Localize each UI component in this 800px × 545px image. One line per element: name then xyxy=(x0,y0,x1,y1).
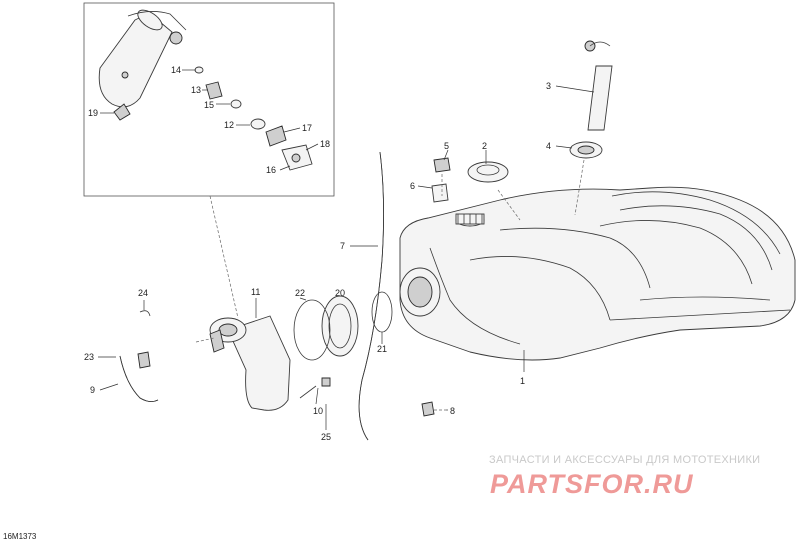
callout-1: 1 xyxy=(520,376,525,386)
callout-19: 19 xyxy=(88,108,98,118)
fuel-level-sensor-3 xyxy=(584,40,613,131)
callout-2: 2 xyxy=(482,141,487,151)
callout-25: 25 xyxy=(321,432,331,442)
locking-ring-20 xyxy=(321,295,359,357)
diagram-id: 16M1373 xyxy=(3,532,37,541)
o-ring-21 xyxy=(371,291,393,333)
callout-18: 18 xyxy=(320,139,330,149)
callout-7: 7 xyxy=(340,241,345,251)
callout-20: 20 xyxy=(335,288,345,298)
callout-13: 13 xyxy=(191,85,201,95)
callout-4: 4 xyxy=(546,141,551,151)
inset-clip-19 xyxy=(113,103,131,121)
callout-5: 5 xyxy=(444,141,449,151)
callout-23: 23 xyxy=(84,352,94,362)
inset-link-line xyxy=(209,195,239,319)
callout-11: 11 xyxy=(251,287,260,297)
clip-24 xyxy=(139,310,151,317)
callout-24: 24 xyxy=(138,288,148,298)
fuel-cap-2 xyxy=(467,161,509,183)
callout-21: 21 xyxy=(377,344,387,354)
vent-valve-5-6 xyxy=(431,157,451,203)
vent-hose-7 xyxy=(358,151,384,441)
bolt-10 xyxy=(299,377,331,399)
screw-8 xyxy=(421,401,435,417)
watermark-tagline: ЗАПЧАСТИ И АКСЕССУАРЫ ДЛЯ МОТОТЕХНИКИ xyxy=(489,454,760,466)
grommet-4 xyxy=(569,141,603,159)
fuel-hose-9 xyxy=(119,355,159,402)
inset-seal-parts xyxy=(194,66,313,171)
callout-8: 8 xyxy=(450,406,455,416)
inset-frame xyxy=(83,2,335,197)
callout-22: 22 xyxy=(295,288,305,298)
fuel-tank xyxy=(399,186,796,361)
callout-6: 6 xyxy=(410,181,415,191)
callout-10: 10 xyxy=(313,406,323,416)
callout-17: 17 xyxy=(302,123,312,133)
clamp-22 xyxy=(293,299,331,361)
leader-lines xyxy=(98,69,595,430)
callout-3: 3 xyxy=(546,81,551,91)
fitting-23 xyxy=(137,351,151,369)
callout-9: 9 xyxy=(90,385,95,395)
inset-pump-canister xyxy=(98,9,187,108)
callout-16: 16 xyxy=(266,165,276,175)
callout-12: 12 xyxy=(224,120,234,130)
tank-filler-neck xyxy=(455,213,485,227)
callout-14: 14 xyxy=(171,65,181,75)
watermark-brand: PARTSFOR.RU xyxy=(490,469,694,499)
callout-15: 15 xyxy=(204,100,214,110)
fuel-pump-module-11 xyxy=(209,315,291,411)
